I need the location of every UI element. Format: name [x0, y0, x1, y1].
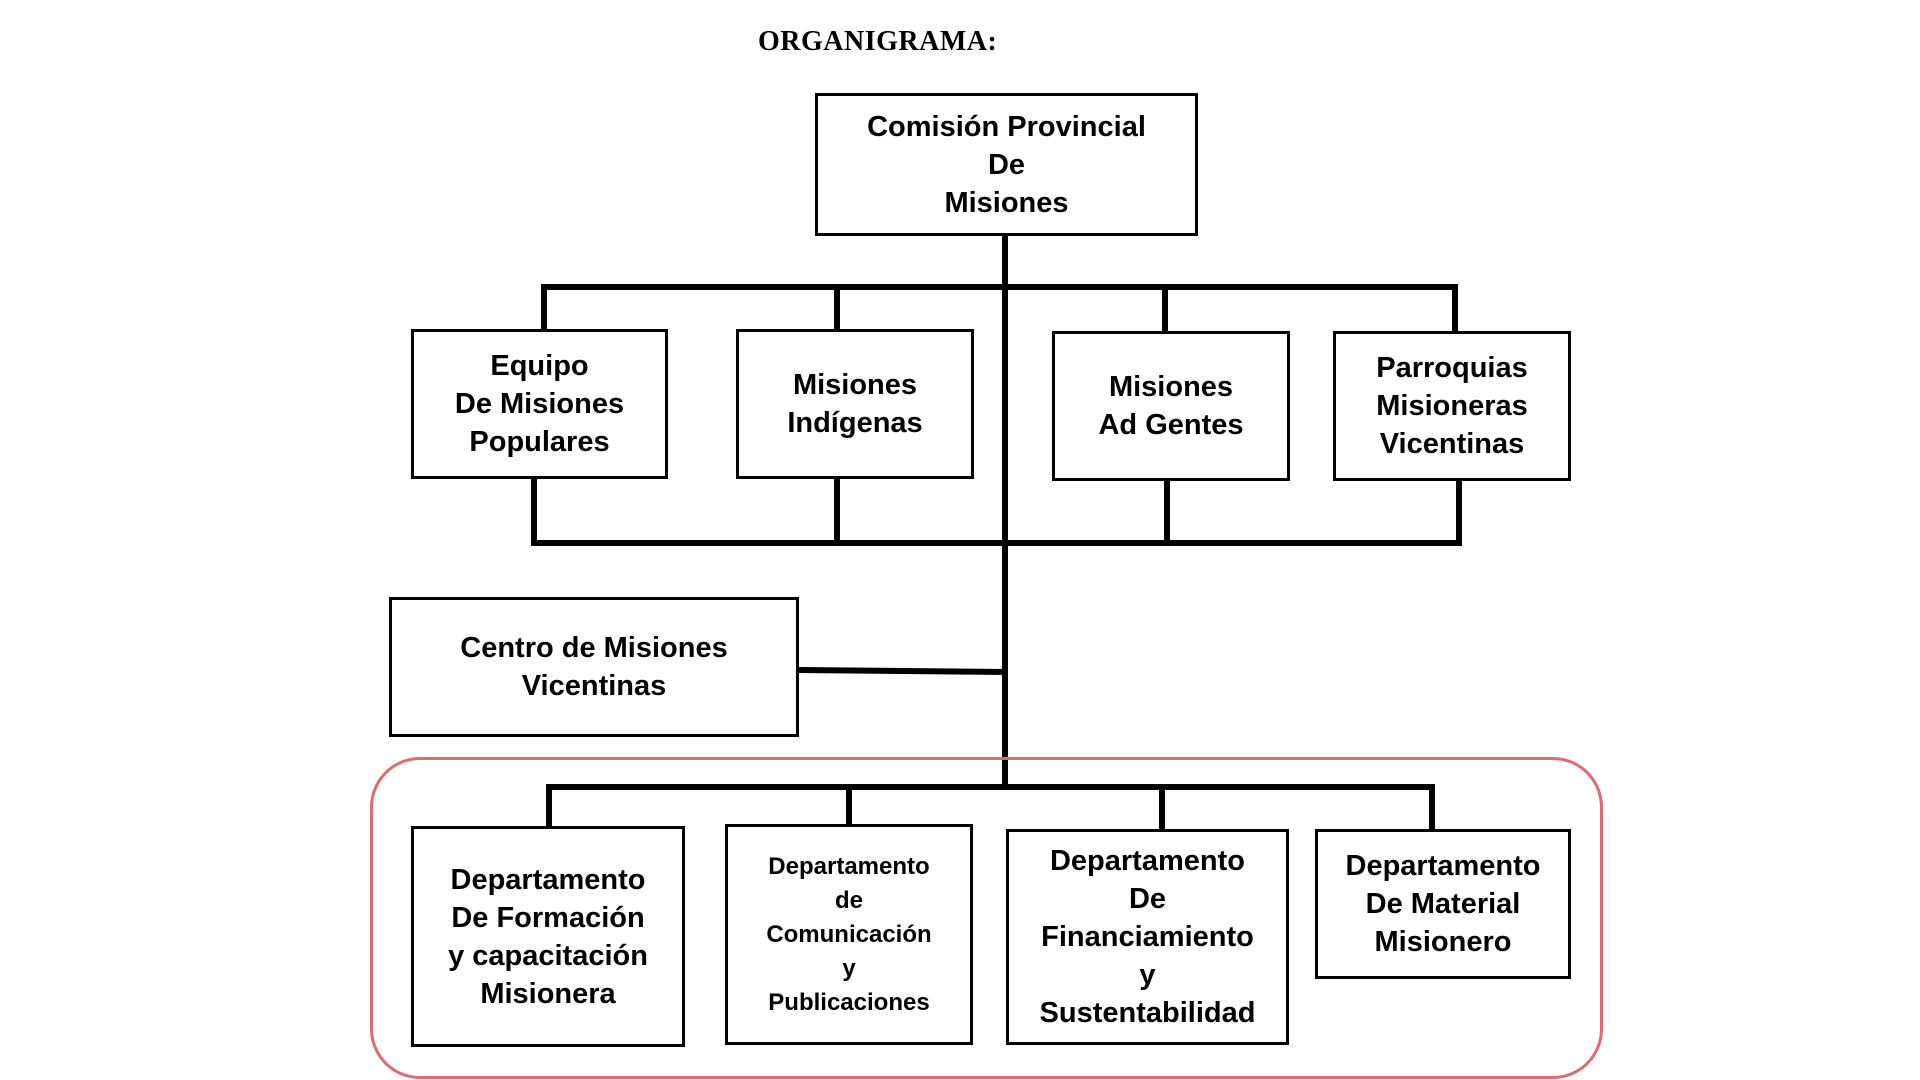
node-label: Departamento de Comunicación y Publicaci… — [766, 852, 932, 1016]
node-dept-material-misionero: Departamento De Material Misionero — [1315, 829, 1571, 979]
node-comision-provincial: Comisión Provincial De Misiones — [815, 93, 1198, 236]
node-label: Centro de Misiones Vicentinas — [460, 632, 728, 702]
node-misiones-indigenas: Misiones Indígenas — [736, 329, 974, 479]
node-label: Departamento De Material Misionero — [1345, 850, 1541, 958]
node-parroquias-misioneras: Parroquias Misioneras Vicentinas — [1333, 331, 1571, 481]
node-label: Comisión Provincial De Misiones — [867, 110, 1146, 219]
node-misiones-ad-gentes: Misiones Ad Gentes — [1052, 331, 1290, 481]
node-dept-comunicacion: Departamento de Comunicación y Publicaci… — [725, 824, 973, 1045]
node-label: Misiones Indígenas — [787, 369, 923, 439]
departments-group-frame — [370, 757, 1603, 1079]
node-label: Misiones Ad Gentes — [1098, 371, 1244, 441]
centro-connector — [796, 666, 1009, 676]
chart-title: ORGANIGRAMA: — [758, 26, 998, 57]
node-label: Departamento De Financiamiento y Sustent… — [1039, 845, 1256, 1029]
node-dept-financiamiento: Departamento De Financiamiento y Sustent… — [1006, 829, 1289, 1045]
node-equipo-misiones-populares: Equipo De Misiones Populares — [411, 329, 668, 479]
node-label: Parroquias Misioneras Vicentinas — [1376, 352, 1528, 460]
node-label: Departamento De Formación y capacitación… — [448, 863, 648, 1010]
node-label: Equipo De Misiones Populares — [454, 350, 625, 458]
node-dept-formacion: Departamento De Formación y capacitación… — [411, 826, 685, 1047]
node-centro-misiones-vicentinas: Centro de Misiones Vicentinas — [389, 597, 799, 737]
